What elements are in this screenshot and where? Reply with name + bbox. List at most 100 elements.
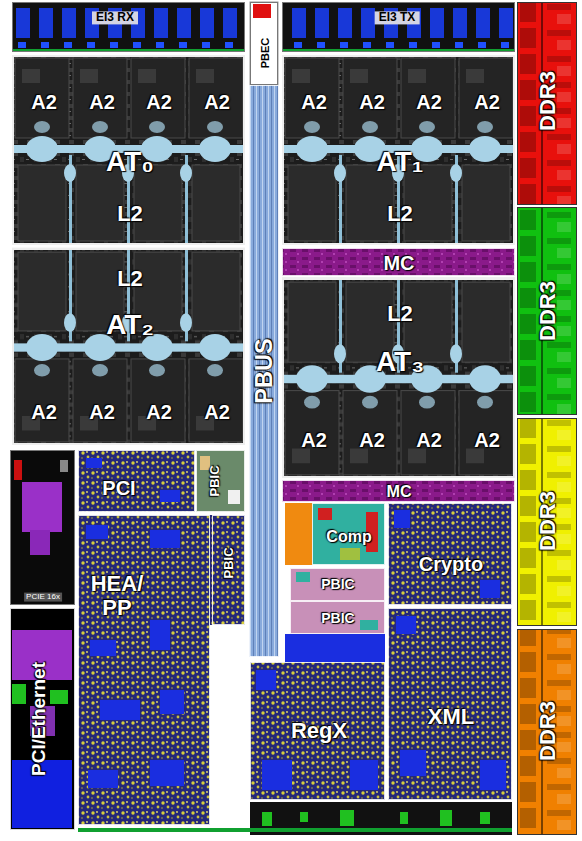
- io-left: [10, 450, 75, 830]
- core-tile: A2A2A2A2AT₀L2: [12, 55, 245, 245]
- block-label: PBUS: [252, 338, 278, 403]
- memory-controller: MC: [282, 248, 515, 276]
- block-label: PBIC: [208, 465, 222, 496]
- block-label: A2: [89, 91, 115, 113]
- die-texture: [282, 55, 515, 245]
- bus-controller: PBEC: [250, 2, 278, 85]
- block-label: L2: [117, 267, 143, 291]
- die-texture: [262, 760, 292, 790]
- bus-interface: PBIC: [290, 568, 385, 601]
- io-block: PCI: [78, 450, 195, 512]
- memory-controller: MC: [282, 480, 515, 502]
- die-texture: [78, 828, 512, 832]
- block-label: A2: [146, 91, 172, 113]
- die-texture: [100, 700, 140, 720]
- interface-block: EI3 TX: [282, 2, 515, 52]
- die-texture: [285, 634, 385, 662]
- die-texture: [250, 2, 278, 85]
- core-tile: L2AT₂A2A2A2A2: [12, 248, 245, 445]
- die-texture: [150, 620, 170, 650]
- die-texture: [282, 480, 515, 502]
- die-texture: [196, 450, 245, 512]
- die-texture: [360, 620, 378, 630]
- die-texture: [396, 616, 416, 634]
- die-texture: [290, 568, 385, 634]
- block-label: L2: [117, 202, 143, 226]
- block-label: A2: [416, 429, 442, 451]
- ddr-bank: DDR3: [517, 629, 577, 835]
- die-texture: [22, 482, 62, 532]
- die-texture: [282, 2, 515, 52]
- die-texture: [282, 2, 515, 52]
- block-label: A2: [89, 401, 115, 423]
- die-texture: [340, 810, 354, 826]
- accelerator-block: Comp: [312, 503, 385, 565]
- die-texture: [78, 515, 210, 825]
- accelerators: [78, 450, 512, 835]
- block-label: A2: [359, 91, 385, 113]
- die-texture: [50, 690, 68, 704]
- ddr-bank: DDR3: [517, 207, 577, 415]
- block-label: PBIC: [321, 577, 354, 592]
- bus-and-controllers: [249, 85, 515, 657]
- interface-block: EI3 RX: [12, 2, 245, 52]
- die-texture: [12, 248, 245, 445]
- block-label: A2: [31, 91, 57, 113]
- block-label: MC: [386, 483, 411, 501]
- bus-band: PBUS: [249, 85, 279, 657]
- die-texture: [340, 548, 360, 560]
- block-label: PBIC: [222, 547, 236, 578]
- die-texture: [150, 760, 184, 786]
- die-texture: [388, 608, 512, 800]
- block-label: PBIC: [321, 611, 354, 626]
- block-label: PCIE 16x: [24, 593, 62, 602]
- die-texture: [312, 503, 385, 565]
- die-texture: [253, 4, 271, 18]
- block-label: A2: [31, 401, 57, 423]
- block-label: HEA/ PP: [86, 572, 148, 620]
- block-label: AT₂: [106, 310, 154, 341]
- die-texture: [12, 684, 26, 704]
- accelerator-block: RegX: [250, 662, 385, 800]
- block-label: PCI/Ethernet: [29, 662, 50, 776]
- die-texture: [285, 503, 312, 565]
- block-label: A2: [204, 401, 230, 423]
- accelerator-block: XML: [388, 608, 512, 800]
- block-label: A2: [301, 429, 327, 451]
- block-label: PBEC: [259, 36, 271, 71]
- bus-interface: PBIC: [196, 450, 245, 512]
- core-tile: A2A2A2A2AT₁L2: [282, 55, 515, 245]
- block-label: XML: [428, 705, 474, 729]
- die-texture: [12, 2, 245, 52]
- accelerator-block: HEA/ PP: [78, 515, 210, 825]
- ddr-bank: DDR3: [517, 418, 577, 626]
- die-texture: [10, 608, 75, 830]
- die-texture: [256, 670, 276, 690]
- ddr-banks: [517, 2, 577, 835]
- die-texture: [10, 450, 75, 605]
- die-texture: [88, 770, 118, 788]
- block-label: L2: [387, 302, 413, 326]
- die-texture: [250, 662, 385, 800]
- io-block: PCIE 16x: [10, 450, 75, 605]
- die-texture: [480, 812, 490, 824]
- block-label: AT₃: [376, 347, 424, 378]
- block-label: A2: [416, 91, 442, 113]
- die-texture: [12, 55, 245, 245]
- die-texture: [400, 812, 408, 824]
- die-texture: [388, 503, 512, 605]
- block-label: L2: [387, 202, 413, 226]
- block-label: A2: [301, 91, 327, 113]
- die-texture: [480, 760, 506, 790]
- block-label: EI3 RX: [92, 11, 138, 24]
- die-texture: [480, 580, 500, 598]
- block-label: A2: [359, 429, 385, 451]
- block-label: AT₁: [377, 147, 424, 178]
- die-texture: [14, 460, 22, 480]
- die-texture: [150, 530, 180, 548]
- die-texture: [228, 490, 240, 504]
- block-label: A2: [474, 429, 500, 451]
- block-label: A2: [204, 91, 230, 113]
- die-texture: [160, 690, 184, 714]
- block-label: DDR3: [536, 491, 560, 551]
